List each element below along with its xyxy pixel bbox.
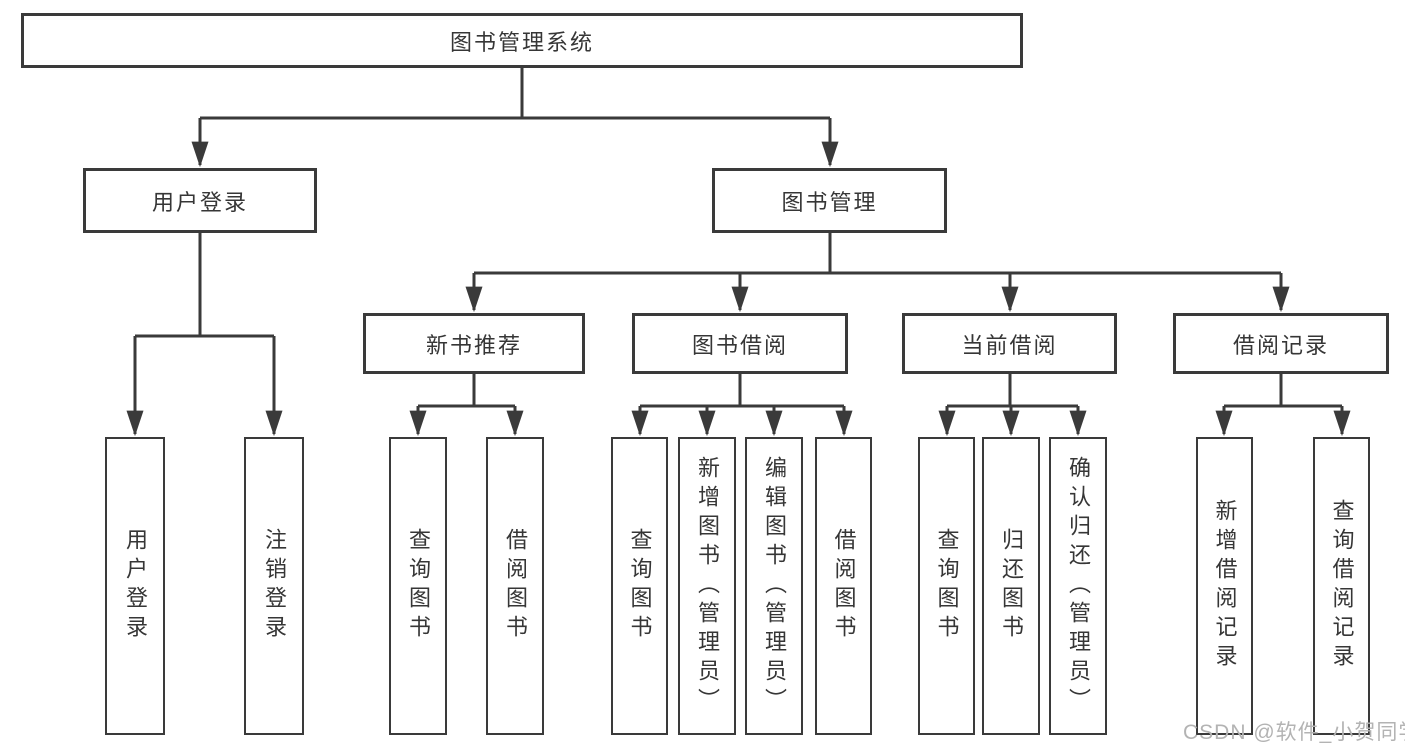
leaf-cb-query-books-label: 查询图书 (934, 528, 960, 644)
node-book-management: 图书管理 (712, 168, 947, 233)
node-library-system: 图书管理系统 (21, 13, 1023, 68)
leaf-bb-edit-books-admin: 编辑图书（管理员） (745, 437, 803, 735)
leaf-logout: 注销登录 (244, 437, 304, 735)
leaf-bb-edit-books-admin-label: 编辑图书（管理员） (762, 455, 787, 717)
leaf-bb-borrow-books: 借阅图书 (815, 437, 872, 735)
leaf-nbr-query-books-label: 查询图书 (406, 528, 431, 644)
csdn-watermark: CSDN @软件_小贺同学 (1183, 721, 1405, 744)
leaf-cb-confirm-return-admin: 确认归还（管理员） (1049, 437, 1107, 735)
node-current-borrowing: 当前借阅 (902, 313, 1117, 374)
leaf-user-login-label: 用户登录 (123, 528, 148, 644)
leaf-nbr-query-books: 查询图书 (389, 437, 447, 735)
leaf-br-add-record: 新增借阅记录 (1196, 437, 1253, 735)
leaf-br-query-record-label: 查询借阅记录 (1329, 499, 1355, 673)
leaf-cb-query-books: 查询图书 (918, 437, 975, 735)
leaf-br-query-record: 查询借阅记录 (1313, 437, 1370, 735)
leaf-cb-return-books-label: 归还图书 (999, 528, 1024, 644)
leaf-bb-query-books: 查询图书 (611, 437, 668, 735)
leaf-bb-add-books-admin-label: 新增图书（管理员） (695, 455, 720, 717)
leaf-nbr-borrow-books-label: 借阅图书 (503, 528, 528, 644)
node-borrowing-records: 借阅记录 (1173, 313, 1389, 374)
leaf-bb-query-books-label: 查询图书 (627, 528, 653, 644)
leaf-bb-add-books-admin: 新增图书（管理员） (678, 437, 736, 735)
node-user-login-group: 用户登录 (83, 168, 317, 233)
leaf-cb-return-books: 归还图书 (982, 437, 1040, 735)
leaf-nbr-borrow-books: 借阅图书 (486, 437, 544, 735)
leaf-br-add-record-label: 新增借阅记录 (1212, 499, 1238, 673)
leaf-user-login: 用户登录 (105, 437, 165, 735)
leaf-bb-borrow-books-label: 借阅图书 (831, 528, 857, 644)
leaf-cb-confirm-return-admin-label: 确认归还（管理员） (1066, 455, 1091, 717)
node-new-book-recommend: 新书推荐 (363, 313, 585, 374)
node-book-borrowing: 图书借阅 (632, 313, 848, 374)
leaf-logout-label: 注销登录 (262, 528, 287, 644)
